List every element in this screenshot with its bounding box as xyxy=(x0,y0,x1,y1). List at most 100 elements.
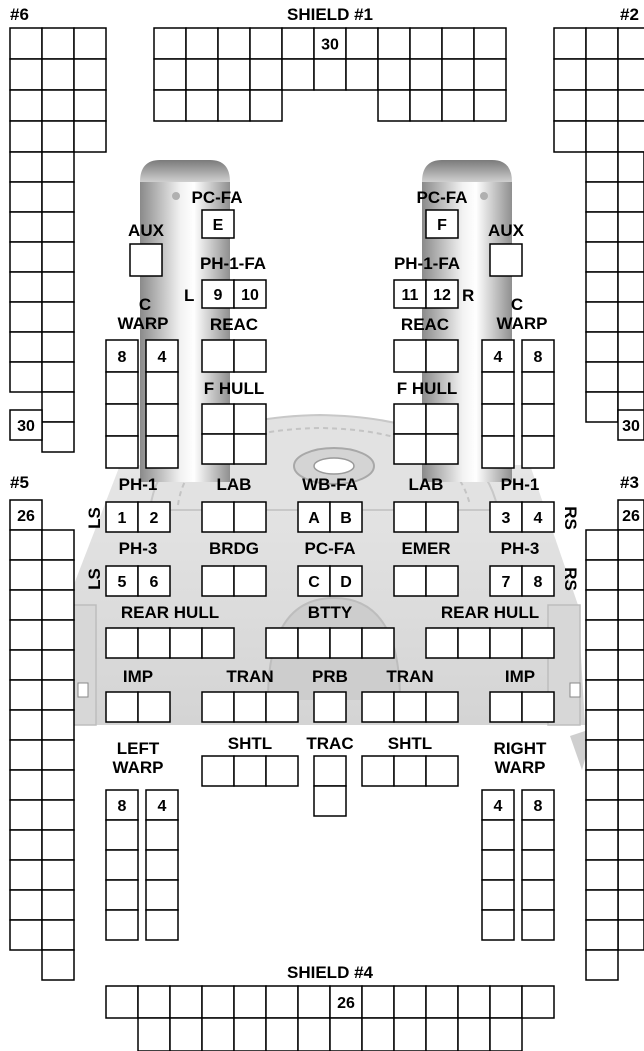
f-hull-box[interactable] xyxy=(234,404,266,434)
shield-2-box[interactable] xyxy=(586,302,618,332)
shield-6-box[interactable] xyxy=(74,28,106,59)
shield-2-box[interactable] xyxy=(586,272,618,302)
shield-1-box[interactable] xyxy=(250,28,282,59)
prb-box[interactable] xyxy=(314,692,346,722)
shield-5-box[interactable] xyxy=(42,530,74,560)
shield-4-box[interactable] xyxy=(522,986,554,1018)
shield-5-box[interactable] xyxy=(10,920,42,950)
shield-6-box[interactable] xyxy=(10,302,42,332)
right-warp-box[interactable] xyxy=(482,910,514,940)
shield-1-box[interactable] xyxy=(410,90,442,121)
lab-box[interactable] xyxy=(426,502,458,532)
shtl-left-box[interactable] xyxy=(234,756,266,786)
tran-left-box[interactable] xyxy=(202,692,234,722)
shield-3-box[interactable] xyxy=(586,620,618,650)
shield-4-box[interactable] xyxy=(490,986,522,1018)
shield-5-box[interactable] xyxy=(42,800,74,830)
lab-box[interactable] xyxy=(202,502,234,532)
shield-2-box[interactable] xyxy=(618,332,644,362)
aux-right-box[interactable] xyxy=(490,244,522,276)
shield-5-box[interactable] xyxy=(42,740,74,770)
shield-5-box[interactable] xyxy=(10,890,42,920)
lab-box[interactable] xyxy=(234,502,266,532)
shield-6-box[interactable] xyxy=(42,59,74,90)
shield-5-box[interactable] xyxy=(10,770,42,800)
shield-3-box[interactable] xyxy=(586,710,618,740)
left-warp-box[interactable] xyxy=(106,880,138,910)
c-warp-box[interactable] xyxy=(106,436,138,468)
shield-4-box[interactable] xyxy=(266,1018,298,1051)
shield-6-box[interactable] xyxy=(10,90,42,121)
shield-1-box[interactable] xyxy=(282,28,314,59)
shield-2-box[interactable] xyxy=(586,59,618,90)
shield-6-box[interactable] xyxy=(10,242,42,272)
c-warp-box[interactable] xyxy=(146,436,178,468)
shield-6-box[interactable] xyxy=(42,422,74,452)
right-warp-box[interactable] xyxy=(522,820,554,850)
shield-5-box[interactable] xyxy=(10,830,42,860)
trac-box[interactable] xyxy=(314,786,346,816)
rear-hull-left-box[interactable] xyxy=(138,628,170,658)
shield-6-box[interactable] xyxy=(42,212,74,242)
shield-1-box[interactable] xyxy=(378,59,410,90)
shield-6-box[interactable] xyxy=(74,121,106,152)
right-warp-box[interactable] xyxy=(522,910,554,940)
shield-5-box[interactable] xyxy=(10,620,42,650)
shield-2-box[interactable] xyxy=(618,59,644,90)
shield-6-box[interactable] xyxy=(42,152,74,182)
shield-5-box[interactable] xyxy=(10,680,42,710)
imp-right-box[interactable] xyxy=(490,692,522,722)
shield-4-box[interactable] xyxy=(330,1018,362,1051)
shield-5-box[interactable] xyxy=(10,860,42,890)
f-hull-box[interactable] xyxy=(394,434,426,464)
left-warp-box[interactable] xyxy=(146,910,178,940)
shield-6-box[interactable] xyxy=(10,182,42,212)
brdg-box[interactable] xyxy=(234,566,266,596)
shield-3-box[interactable] xyxy=(618,890,644,920)
shield-3-box[interactable] xyxy=(618,680,644,710)
shield-3-box[interactable] xyxy=(586,890,618,920)
rear-hull-right-box[interactable] xyxy=(458,628,490,658)
shield-1-box[interactable] xyxy=(250,59,282,90)
shield-4-box[interactable] xyxy=(426,986,458,1018)
rear-hull-right-box[interactable] xyxy=(426,628,458,658)
shield-2-box[interactable] xyxy=(586,332,618,362)
shield-2-box[interactable] xyxy=(618,242,644,272)
shield-4-box[interactable] xyxy=(426,1018,458,1051)
shield-4-box[interactable] xyxy=(138,986,170,1018)
shield-4-box[interactable] xyxy=(106,986,138,1018)
shield-4-box[interactable] xyxy=(234,1018,266,1051)
shield-3-box[interactable] xyxy=(618,650,644,680)
shield-5-box[interactable] xyxy=(42,890,74,920)
shield-1-box[interactable] xyxy=(346,59,378,90)
c-warp-box[interactable] xyxy=(522,436,554,468)
aux-left-box[interactable] xyxy=(130,244,162,276)
right-warp-box[interactable] xyxy=(482,820,514,850)
c-warp-box[interactable] xyxy=(106,372,138,404)
right-warp-box[interactable] xyxy=(482,880,514,910)
shield-3-box[interactable] xyxy=(618,800,644,830)
right-warp-box[interactable] xyxy=(522,880,554,910)
shield-1-box[interactable] xyxy=(314,59,346,90)
rear-hull-left-box[interactable] xyxy=(202,628,234,658)
shield-3-box[interactable] xyxy=(618,710,644,740)
shield-1-box[interactable] xyxy=(186,28,218,59)
shield-1-box[interactable] xyxy=(154,59,186,90)
shield-1-box[interactable] xyxy=(154,90,186,121)
shield-2-box[interactable] xyxy=(618,28,644,59)
tran-right-box[interactable] xyxy=(426,692,458,722)
shield-6-box[interactable] xyxy=(42,28,74,59)
shield-4-box[interactable] xyxy=(170,986,202,1018)
shield-1-box[interactable] xyxy=(346,28,378,59)
shield-2-box[interactable] xyxy=(586,28,618,59)
shield-3-box[interactable] xyxy=(586,650,618,680)
shtl-right-box[interactable] xyxy=(426,756,458,786)
shield-3-box[interactable] xyxy=(618,860,644,890)
shield-4-box[interactable] xyxy=(362,986,394,1018)
f-hull-box[interactable] xyxy=(426,404,458,434)
btty-box[interactable] xyxy=(330,628,362,658)
shield-6-box[interactable] xyxy=(10,59,42,90)
shield-2-box[interactable] xyxy=(554,59,586,90)
f-hull-box[interactable] xyxy=(202,434,234,464)
shield-4-box[interactable] xyxy=(202,1018,234,1051)
